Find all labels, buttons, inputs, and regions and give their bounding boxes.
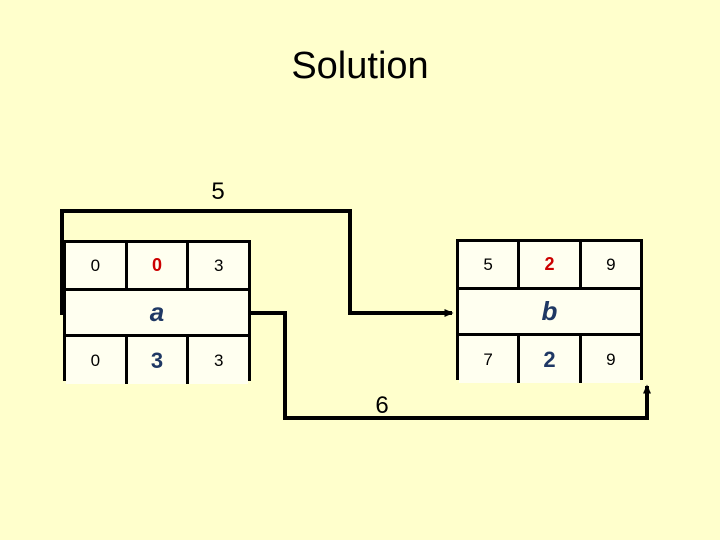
- node-b-top-cell-2: 9: [581, 242, 640, 287]
- node-a-top-cell-0: 0: [66, 243, 128, 288]
- node-b-label: b: [459, 290, 640, 333]
- node-a-top-cell-1: 0: [127, 243, 190, 288]
- node-b-bottom-cell-1: 2: [520, 336, 582, 383]
- node-b-top-cell-1: 2: [520, 242, 582, 287]
- node-b-bottom-row: 7 2 9: [459, 336, 640, 383]
- node-a-bottom-cell-1: 3: [127, 337, 190, 384]
- node-a-top-cell-2: 3: [189, 243, 249, 288]
- node-b-bottom-cell-2: 9: [581, 336, 640, 383]
- node-a-top-row: 0 0 3: [66, 243, 249, 291]
- node-b-top-row: 5 2 9: [459, 242, 640, 290]
- page-title: Solution: [291, 45, 429, 87]
- edge-path-bottom: [251, 311, 651, 420]
- node-b-name-row: b: [459, 290, 640, 336]
- node-a-bottom-cell-0: 0: [66, 337, 128, 384]
- node-a-name-row: a: [66, 291, 248, 337]
- node-table-a[interactable]: 0 0 3 a 0 3 3: [63, 240, 251, 384]
- node-a-bottom-row: 0 3 3: [66, 337, 249, 384]
- edge-label-top: 5: [211, 178, 225, 205]
- node-a-bottom-cell-2: 3: [189, 337, 249, 384]
- edge-path-top: [60, 209, 454, 317]
- node-table-b[interactable]: 5 2 9 b 7 2 9: [456, 239, 643, 383]
- edge-label-bottom: 6: [375, 392, 389, 419]
- node-a-label: a: [66, 291, 248, 334]
- node-b-bottom-cell-0: 7: [459, 336, 521, 383]
- node-b-top-cell-0: 5: [459, 242, 521, 287]
